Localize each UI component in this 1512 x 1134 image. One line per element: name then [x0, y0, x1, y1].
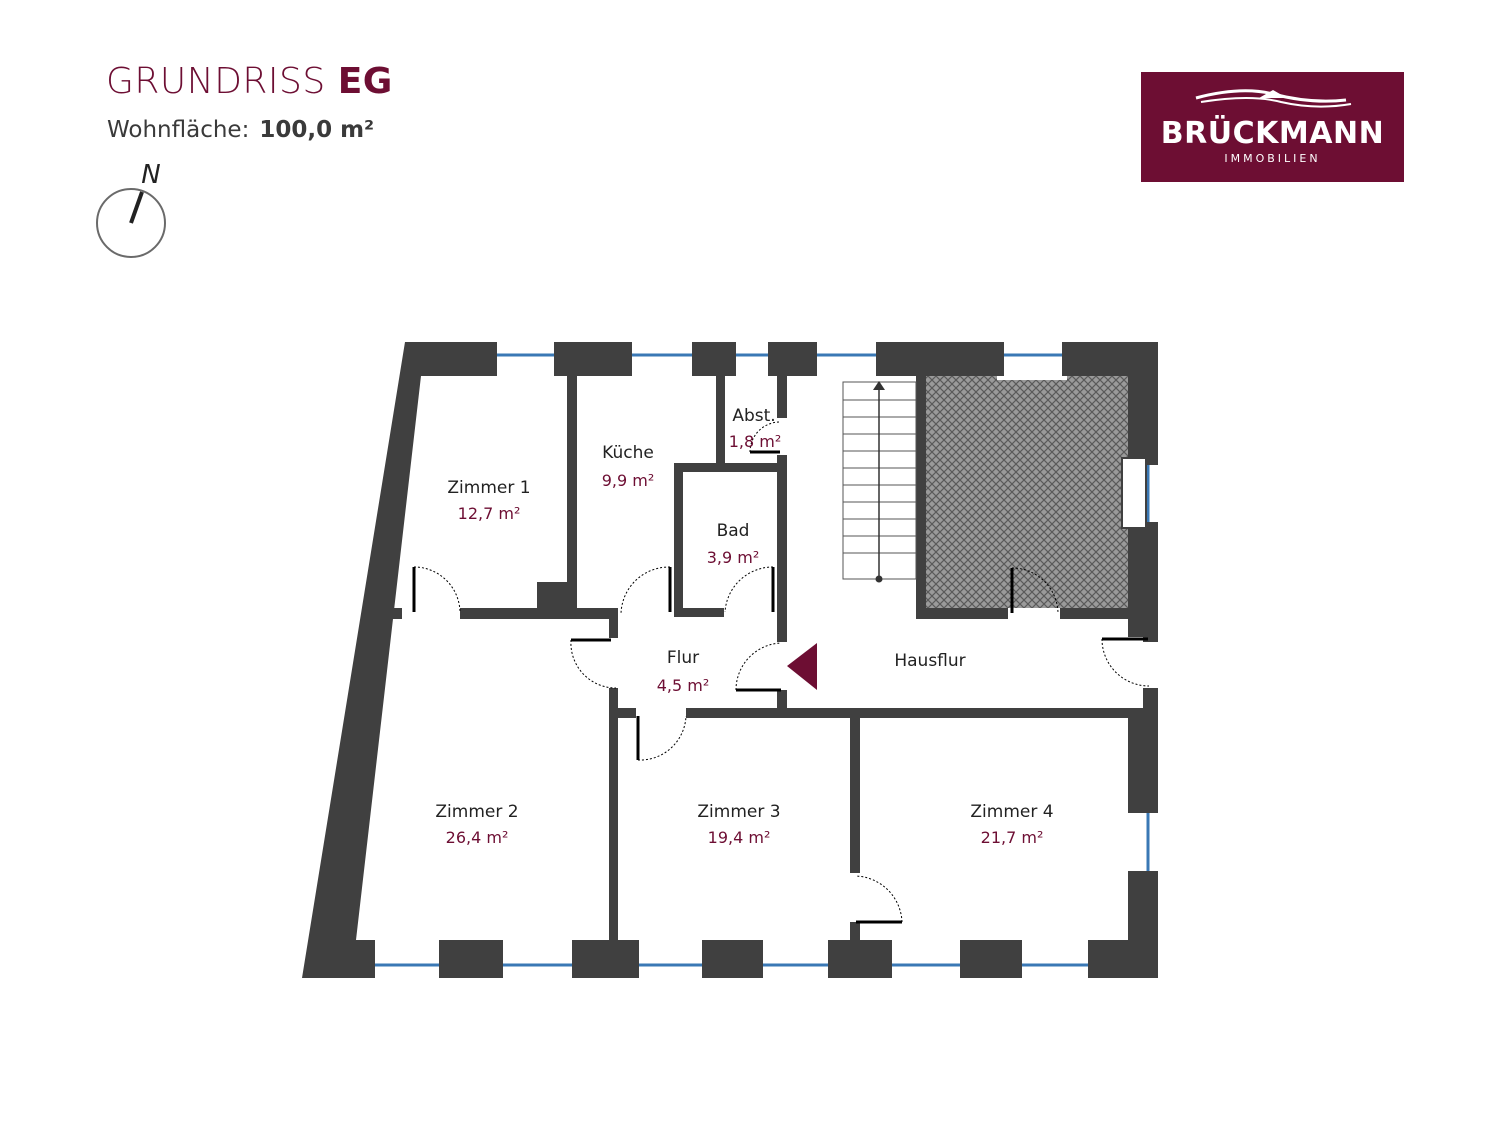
title-light: GRUNDRISS [106, 61, 326, 102]
windows [375, 353, 1150, 967]
room-area-zimmer-4: 21,7 m² [981, 828, 1044, 847]
north-arrow-icon: N [96, 160, 166, 258]
room-area-zimmer-3: 19,4 m² [708, 828, 771, 847]
room-labels: Zimmer 1 12,7 m² Küche 9,9 m² Abst. 1,8 … [435, 406, 1053, 847]
door-bad [724, 566, 775, 613]
door-abst [749, 421, 781, 454]
room-label-hausflur: Hausflur [894, 651, 965, 671]
door-flur-entry [735, 642, 782, 692]
room-area-zimmer-1: 12,7 m² [458, 504, 521, 523]
page-title: GRUNDRISS EG [106, 58, 393, 106]
door-zimmer-4 [855, 875, 903, 924]
door-zimmer-1 [412, 566, 461, 613]
room-label-zimmer-3: Zimmer 3 [697, 802, 780, 822]
living-area-label: Wohnfläche: [107, 117, 250, 143]
title-bold: EG [337, 61, 393, 102]
logo-name: BRÜCKMANN [1160, 116, 1385, 151]
room-label-abst: Abst. [732, 406, 775, 426]
door-kueche [620, 566, 672, 615]
door-zimmer-3 [636, 715, 687, 761]
north-label: N [141, 160, 160, 190]
room-area-flur: 4,5 m² [657, 676, 710, 695]
room-label-zimmer-4: Zimmer 4 [970, 802, 1053, 822]
brand-logo: BRÜCKMANN IMMOBILIEN [1141, 72, 1404, 182]
stair-start-dot [875, 575, 883, 583]
walls [302, 342, 1158, 978]
room-label-zimmer-1: Zimmer 1 [447, 478, 530, 498]
door-shaft [1010, 567, 1059, 614]
living-area: Wohnfläche: 100,0 m² [107, 114, 374, 146]
door-flur-left [570, 638, 617, 689]
staircase [842, 381, 917, 580]
room-label-bad: Bad [717, 521, 750, 541]
room-label-kueche: Küche [602, 443, 654, 463]
logo-subline: IMMOBILIEN [1224, 152, 1321, 165]
door-house-entry [1101, 637, 1150, 687]
logo-roof-icon [1195, 89, 1352, 108]
stair-arrow-icon [873, 381, 885, 390]
window-recess [1121, 457, 1147, 529]
room-area-abst: 1,8 m² [729, 432, 782, 451]
doors [412, 421, 1150, 924]
room-area-zimmer-2: 26,4 m² [446, 828, 509, 847]
room-area-kueche: 9,9 m² [602, 471, 655, 490]
room-label-flur: Flur [667, 648, 699, 668]
entrance-arrow-icon [787, 643, 817, 690]
living-area-value: 100,0 m² [259, 117, 375, 143]
shaft-hatch [926, 376, 1128, 608]
room-label-zimmer-2: Zimmer 2 [435, 802, 518, 822]
room-area-bad: 3,9 m² [707, 548, 760, 567]
